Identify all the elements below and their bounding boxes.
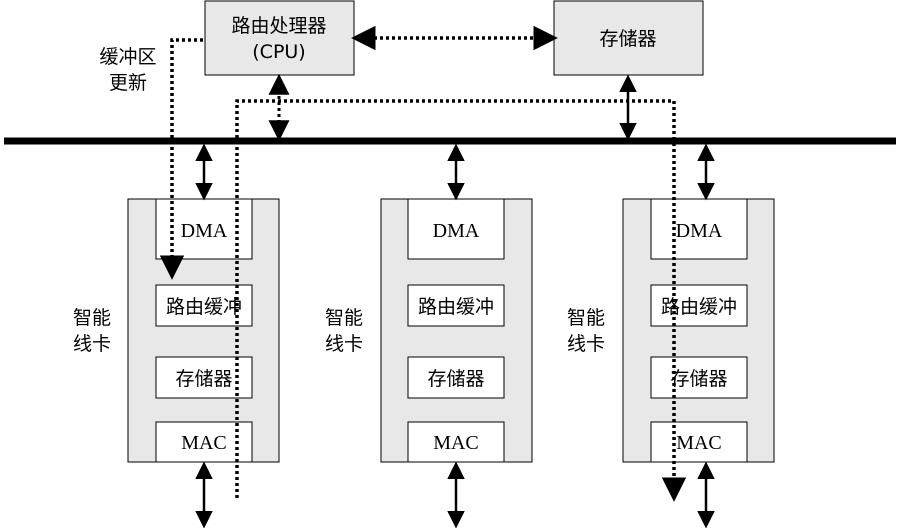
card-side-label: 智能: [73, 307, 111, 329]
route-buffer-box: [650, 284, 748, 327]
line-card-3: DMA 路由缓冲 存储器 MAC 智能 线卡: [567, 143, 775, 528]
mac-label: MAC: [181, 432, 227, 454]
mac-box: [650, 421, 748, 463]
mac-label: MAC: [676, 432, 722, 454]
storage-label: 存储器: [175, 368, 232, 390]
memory-label: 存储器: [599, 28, 656, 50]
dma-box: [650, 198, 748, 260]
card-side-label: 智能: [567, 307, 605, 329]
route-buffer-label: 路由缓冲: [418, 296, 494, 318]
cpu-sublabel: (CPU): [252, 41, 305, 63]
forwarding-data-path: [235, 99, 687, 502]
storage-box: [407, 356, 505, 399]
card-side-label-2: 线卡: [325, 333, 363, 355]
buffer-update-label: 缓冲区: [99, 46, 156, 68]
route-buffer-label: 路由缓冲: [661, 296, 737, 318]
dma-label: DMA: [676, 220, 723, 242]
buffer-update-path: [159, 38, 203, 280]
card-side-label-2: 线卡: [73, 333, 111, 355]
memory-box: 存储器: [553, 0, 704, 76]
cpu-label: 路由处理器: [231, 15, 326, 37]
storage-label: 存储器: [427, 368, 484, 390]
route-buffer-label: 路由缓冲: [166, 296, 242, 318]
dma-label: DMA: [433, 220, 480, 242]
mac-label: MAC: [433, 432, 479, 454]
route-buffer-box: [407, 284, 505, 327]
line-card-2: DMA 路由缓冲 存储器 MAC 智能 线卡: [325, 143, 533, 528]
storage-box: [650, 356, 748, 399]
buffer-update-label-2: 更新: [109, 72, 147, 94]
card-side-label: 智能: [325, 307, 363, 329]
storage-label: 存储器: [670, 368, 727, 390]
mac-box: [407, 421, 505, 463]
card-side-label-2: 线卡: [567, 333, 605, 355]
dma-label: DMA: [181, 220, 228, 242]
line-card-1: DMA 路由缓冲 存储器 MAC 智能 线卡: [73, 143, 280, 528]
dma-box: [407, 198, 505, 260]
cpu-box: 路由处理器 (CPU): [204, 0, 355, 76]
